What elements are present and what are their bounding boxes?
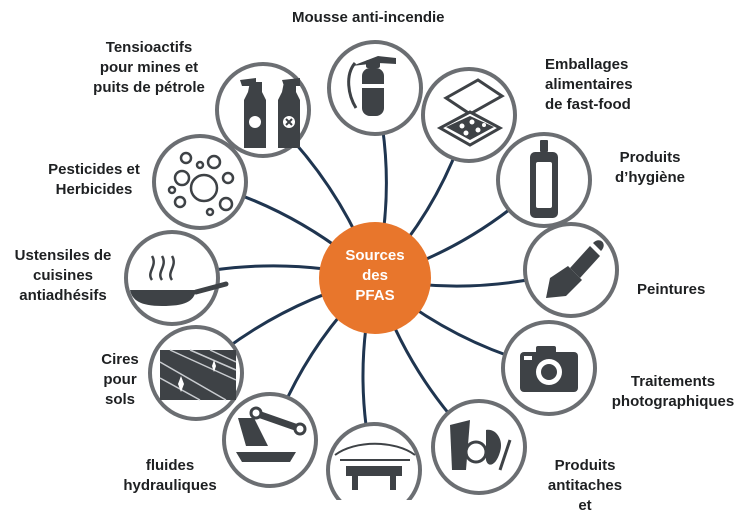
- label-photo: Traitements photographiques: [611, 373, 735, 410]
- source-nodes: [124, 40, 619, 500]
- paintbrush-icon: [546, 240, 604, 298]
- label-food-packaging: Emballages alimentaires de fast-food: [545, 56, 633, 113]
- node-waxes: [148, 325, 244, 421]
- label-stain: Produits antitaches et: [547, 457, 623, 514]
- node-fire-foam: [327, 40, 423, 136]
- center-label: Sources des PFAS: [345, 247, 405, 304]
- center-hub: [319, 222, 431, 334]
- node-surfactants: [215, 62, 311, 158]
- label-pesticides: Pesticides et Herbicides: [48, 161, 140, 198]
- frying-pan-icon: [130, 255, 229, 306]
- node-photo: [501, 320, 597, 416]
- label-hygiene: Produits d’hygiène: [614, 149, 685, 186]
- label-hydraulic: fluides hydrauliques: [123, 457, 217, 494]
- pfas-sources-diagram: [124, 40, 619, 500]
- pizza-box-icon: [436, 78, 505, 147]
- field-bench-icon: [334, 442, 416, 490]
- node-textiles: [326, 422, 422, 500]
- node-stain: [431, 399, 527, 495]
- airplane-tail-icon: [236, 406, 307, 462]
- fire-extinguisher-icon: [347, 56, 396, 116]
- node-cookware: [124, 230, 229, 326]
- label-surfactants: Tensioactifs pour mines et puits de pétr…: [93, 39, 205, 96]
- label-fire-foam: Mousse anti-incendie: [292, 9, 445, 26]
- node-hydraulic: [222, 392, 318, 488]
- stained-fabric-icon: [450, 420, 512, 471]
- shiny-floor-icon: [159, 349, 237, 401]
- node-food-packaging: [421, 67, 517, 163]
- camera-icon: [520, 346, 578, 392]
- label-waxes: Cires pour sols: [101, 351, 139, 408]
- node-paints: [523, 222, 619, 318]
- spray-bottles-icon: [240, 78, 300, 148]
- node-hygiene: [496, 132, 592, 228]
- node-pesticides: [152, 134, 248, 230]
- shampoo-bottle-icon: [530, 140, 558, 218]
- bubbles-icon: [167, 151, 235, 217]
- label-cookware: Ustensiles de cuisines antiadhésifs: [14, 247, 112, 304]
- label-paints: Peintures: [637, 281, 706, 298]
